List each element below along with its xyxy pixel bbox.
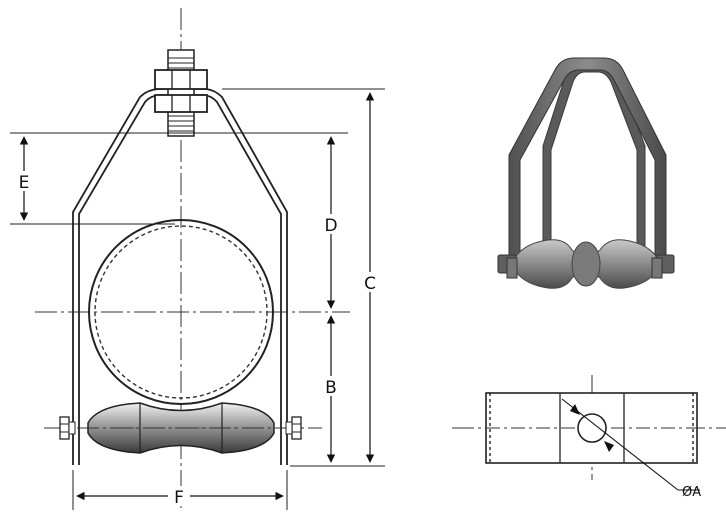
dim-e-label: E — [19, 173, 30, 193]
iso-strap-front — [508, 57, 667, 269]
dim-f-label: F — [174, 488, 184, 508]
dim-c-label: C — [364, 274, 376, 294]
dimension-b: B — [321, 315, 341, 463]
iso-roller — [497, 239, 675, 289]
axle-nuts — [59, 416, 302, 440]
dim-a-leader — [561, 398, 679, 491]
dim-a-label: ØA — [682, 485, 701, 500]
dimension-c: C — [360, 92, 380, 463]
rod-threads — [168, 57, 194, 132]
extension-lines — [10, 88, 385, 510]
dimension-e: E — [14, 136, 34, 221]
plan-view: ØA — [452, 375, 726, 500]
top-nut — [154, 69, 208, 90]
bottom-nut — [154, 94, 208, 113]
front-elevation-view: E D B C F — [10, 8, 385, 510]
dim-b-label: B — [325, 378, 337, 398]
rod-hole — [577, 413, 607, 443]
pipe-outer — [88, 219, 274, 405]
dimension-f: F — [76, 486, 284, 508]
isometric-render-view — [497, 57, 675, 289]
dim-d-label: D — [324, 216, 337, 236]
pipe-inner-dashed — [94, 225, 268, 399]
threaded-rod — [167, 49, 195, 137]
dimension-d: D — [321, 136, 341, 309]
threaded-rod-assembly — [154, 49, 208, 137]
